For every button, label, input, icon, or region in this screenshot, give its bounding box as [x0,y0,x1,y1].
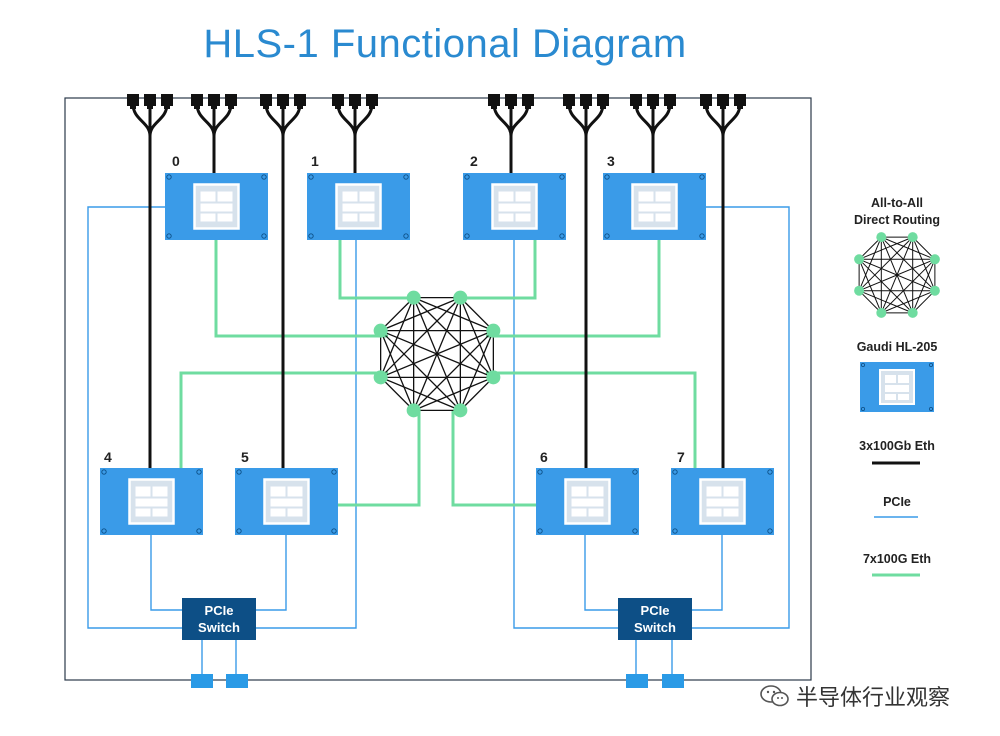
legend-mesh-icon [854,232,940,318]
gaudi-chip-3: 3 [603,153,706,240]
mesh-node-2 [486,370,501,385]
fork-connector-6 [630,94,676,137]
fork-connector-2 [260,94,306,137]
gaudi-chip-4: 4 [100,449,203,535]
switch-label-1: PCIe [641,603,670,618]
fork-connector-3 [332,94,378,137]
fork-connector-5 [563,94,609,137]
chip-label-2: 2 [470,153,478,169]
eth3-links [148,135,725,468]
chip-label-5: 5 [241,449,249,465]
mesh-node-1 [929,254,940,265]
fork-connector-0 [127,94,173,137]
chip-label-6: 6 [540,449,548,465]
switch-label-1: PCIe [205,603,234,618]
board-frame [64,97,812,681]
legend: All-to-All Direct Routing Gaudi HL-205 3… [854,196,940,577]
mesh-node-5 [854,285,865,296]
mesh-node-0 [907,232,918,243]
all-to-all-mesh [373,290,501,418]
watermark: 半导体行业观察 [760,678,990,714]
eth7-links [179,240,697,507]
page-title: HLS-1 Functional Diagram [203,22,687,66]
gaudi-chip-7: 7 [671,449,774,535]
legend-all-to-all-2: Direct Routing [854,213,940,227]
watermark-text: 半导体行业观察 [796,686,951,711]
mesh-node-6 [854,254,865,265]
switch-label-2: Switch [198,620,240,635]
legend-gaudi-icon [860,362,934,412]
legend-pcie: PCIe [883,495,911,509]
mesh-node-0 [453,290,468,305]
wechat-icon [760,685,789,707]
mesh-node-2 [929,285,940,296]
pcie-switch-right: PCIe Switch [618,598,692,640]
gaudi-chip-6: 6 [536,449,639,535]
gaudi-chip-1: 1 [307,153,410,240]
gaudi-chips: 0 1 2 3 4 5 6 7 [100,153,774,535]
chip-label-7: 7 [677,449,685,465]
mesh-node-5 [373,370,388,385]
fork-connector-7 [700,94,746,137]
chip-label-4: 4 [104,449,112,465]
fork-connector-1 [191,94,237,137]
mesh-node-7 [876,232,887,243]
mesh-node-4 [876,307,887,318]
legend-eth7: 7x100G Eth [863,552,931,566]
mesh-node-4 [406,403,421,418]
pcie-switch-left: PCIe Switch [182,598,256,640]
mesh-node-3 [907,307,918,318]
mesh-node-6 [373,323,388,338]
mesh-node-3 [453,403,468,418]
bottom-ports [191,674,684,688]
mesh-node-1 [486,323,501,338]
legend-gaudi: Gaudi HL-205 [857,340,938,354]
legend-eth3: 3x100Gb Eth [859,439,935,453]
chip-label-0: 0 [172,153,180,169]
gaudi-chip-2: 2 [463,153,566,240]
top-connectors [127,94,746,137]
chip-label-1: 1 [311,153,319,169]
gaudi-chip-5: 5 [235,449,338,535]
switch-label-2: Switch [634,620,676,635]
legend-all-to-all-1: All-to-All [871,196,923,210]
chip-label-3: 3 [607,153,615,169]
mesh-node-7 [406,290,421,305]
gaudi-chip-0: 0 [165,153,268,240]
fork-connector-4 [488,94,534,137]
